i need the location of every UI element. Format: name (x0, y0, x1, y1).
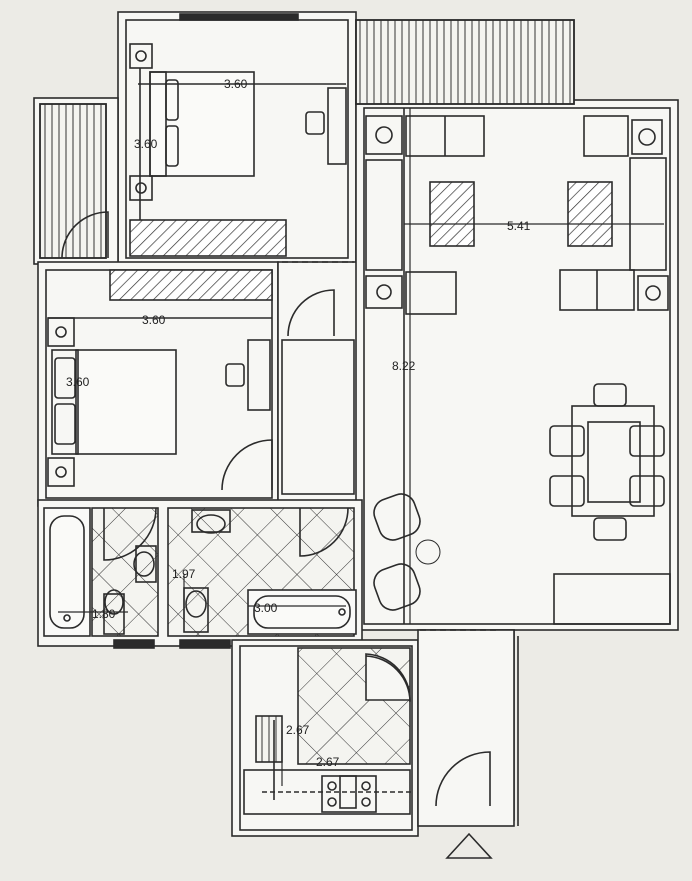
door-hall-1 (287, 289, 335, 337)
chair-icon (549, 383, 665, 541)
label-bedroom2-depth: 3.60 (66, 375, 90, 389)
label-bath1-width: 1.80 (92, 607, 116, 621)
door-balcony (61, 211, 109, 259)
bedroom-2 (47, 269, 273, 491)
entrance (420, 629, 496, 807)
top-balcony (355, 19, 575, 105)
window-bedroom1 (179, 13, 299, 21)
label-kitchen-width: 2.67 (316, 755, 340, 769)
label-bedroom2-width: 3.60 (142, 313, 166, 327)
label-bath2-width: 3.00 (254, 601, 278, 615)
label-living-depth: 8.22 (392, 359, 416, 373)
label-bedroom1-depth: 3.60 (134, 137, 158, 151)
bedroom-1 (129, 43, 347, 257)
left-balcony (39, 103, 107, 259)
bath-1 (43, 507, 159, 649)
dimension-lines (58, 108, 664, 786)
label-kitchen-depth: 2.67 (286, 723, 310, 737)
label-bath1-depth: 1.97 (172, 567, 196, 581)
label-living-width: 5.41 (507, 219, 531, 233)
kitchen (243, 647, 412, 815)
north-arrow-icon (445, 832, 493, 859)
bath-2 (167, 507, 357, 649)
label-bedroom1-width: 3.60 (224, 77, 248, 91)
living-room (365, 108, 671, 625)
